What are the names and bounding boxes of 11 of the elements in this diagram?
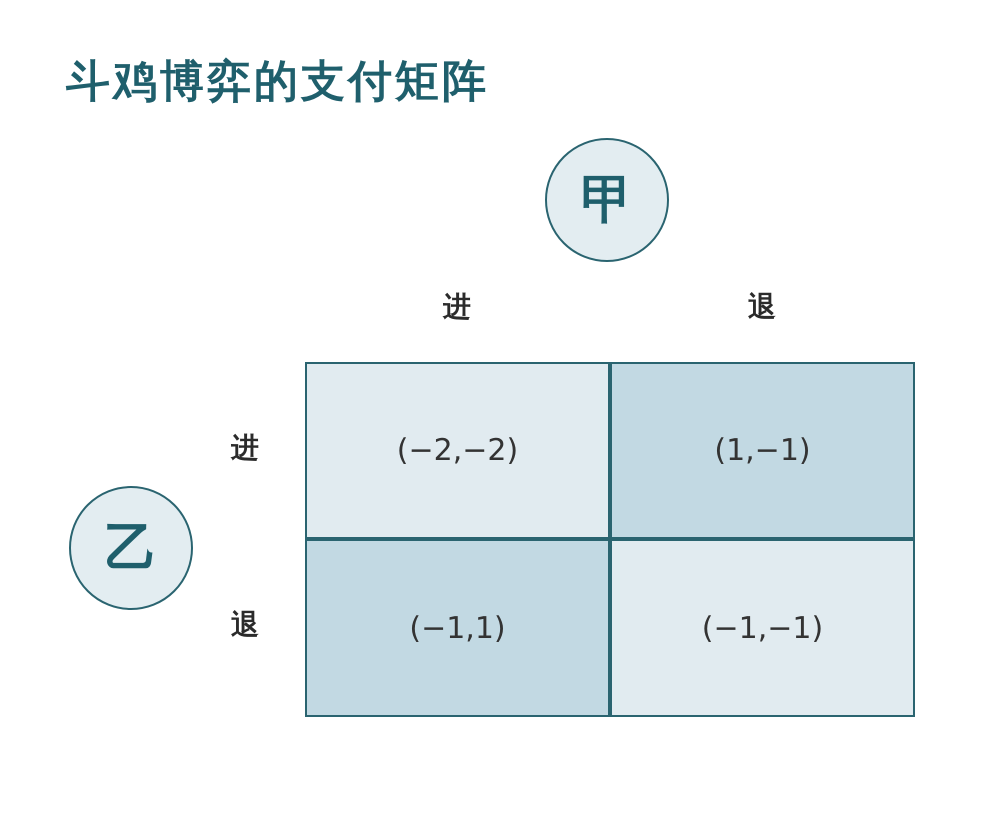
payoff-cell: (−2,−2) [305, 362, 610, 539]
payoff-cell: (−1,−1) [610, 539, 915, 717]
column-header: 退 [747, 289, 777, 325]
payoff-cell: (1,−1) [610, 362, 915, 539]
column-header: 进 [442, 289, 472, 325]
row-header: 进 [230, 430, 260, 466]
player-circle: 甲 [545, 138, 669, 262]
player-circle: 乙 [69, 486, 193, 610]
payoff-cell: (−1,1) [305, 539, 610, 717]
title: 斗鸡博弈的支付矩阵 [66, 55, 489, 109]
row-header: 退 [230, 607, 260, 643]
